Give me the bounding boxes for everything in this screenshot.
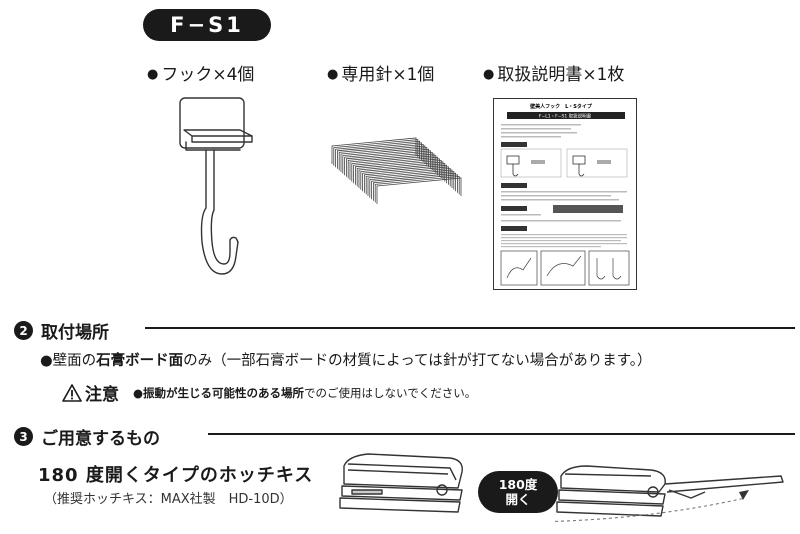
caution-rest: でのご使用はしないでください。 xyxy=(304,385,477,400)
section-rule xyxy=(145,327,795,329)
model-badge: F−S1 xyxy=(143,9,271,41)
stapler-open-illustration xyxy=(555,465,784,522)
caution-note: 注意 ●振動が生じる可能性のある場所でのご使用はしないでください。 xyxy=(62,380,476,405)
section-title: ご用意するもの xyxy=(41,429,160,449)
section-title: 取付場所 xyxy=(41,323,109,343)
section-number: 3 xyxy=(14,427,33,446)
hook-illustration xyxy=(179,97,253,275)
content-item-hook: ●フック×4個 xyxy=(147,60,254,85)
content-item-manual: ●取扱説明書×1枚 xyxy=(483,60,624,85)
stapler-closed-illustration xyxy=(339,453,463,513)
body-bold: 石膏ボード面 xyxy=(96,353,184,369)
body-suffix: のみ（一部石膏ボードの材質によっては針が打てない場合があります。） xyxy=(183,353,652,369)
bullet: ● xyxy=(147,67,159,82)
body-prefix: ●壁面の xyxy=(40,353,97,369)
install-location-text: ●壁面の石膏ボード面のみ（一部石膏ボードの材質によっては針が打てない場合がありま… xyxy=(40,349,652,370)
warning-triangle-icon xyxy=(62,383,82,402)
badge-line-1: 180度 xyxy=(498,477,538,492)
stapler-recommendation: （推奨ホッチキス：MAX社製 HD-10D） xyxy=(44,492,293,507)
caution-bold: 振動が生じる可能性のある場所 xyxy=(143,385,305,400)
content-label: 取扱説明書×1枚 xyxy=(497,65,625,85)
bullet: ● xyxy=(133,385,144,400)
caution-title: 注意 xyxy=(85,385,119,405)
bullet: ● xyxy=(483,67,495,82)
section-heading-required-items: 3 ご用意するもの xyxy=(14,424,160,449)
stapler-title: 180 度開くタイプのホッチキス xyxy=(38,465,314,486)
manual-thumbnail: 壁美人フック L・Sタイプ F−L1・F−S1 取扱説明書 xyxy=(493,98,637,290)
manual-thumb-subtitle: F−L1・F−S1 取扱説明書 xyxy=(539,113,592,120)
section-number: 2 xyxy=(14,321,33,340)
content-item-staples: ●専用針×1個 xyxy=(327,60,434,85)
staples-illustration xyxy=(331,137,462,204)
badge-line-2: 開く xyxy=(505,492,531,507)
section-rule xyxy=(208,433,795,435)
content-label: 専用針×1個 xyxy=(341,65,435,85)
open-180-badge: 180度 開く xyxy=(478,471,558,513)
manual-thumb-title: 壁美人フック L・Sタイプ xyxy=(529,103,593,110)
section-heading-install-location: 2 取付場所 xyxy=(14,318,109,343)
bullet: ● xyxy=(327,67,339,82)
caution-text: ●振動が生じる可能性のある場所でのご使用はしないでください。 xyxy=(133,385,476,401)
content-label: フック×4個 xyxy=(161,65,255,85)
